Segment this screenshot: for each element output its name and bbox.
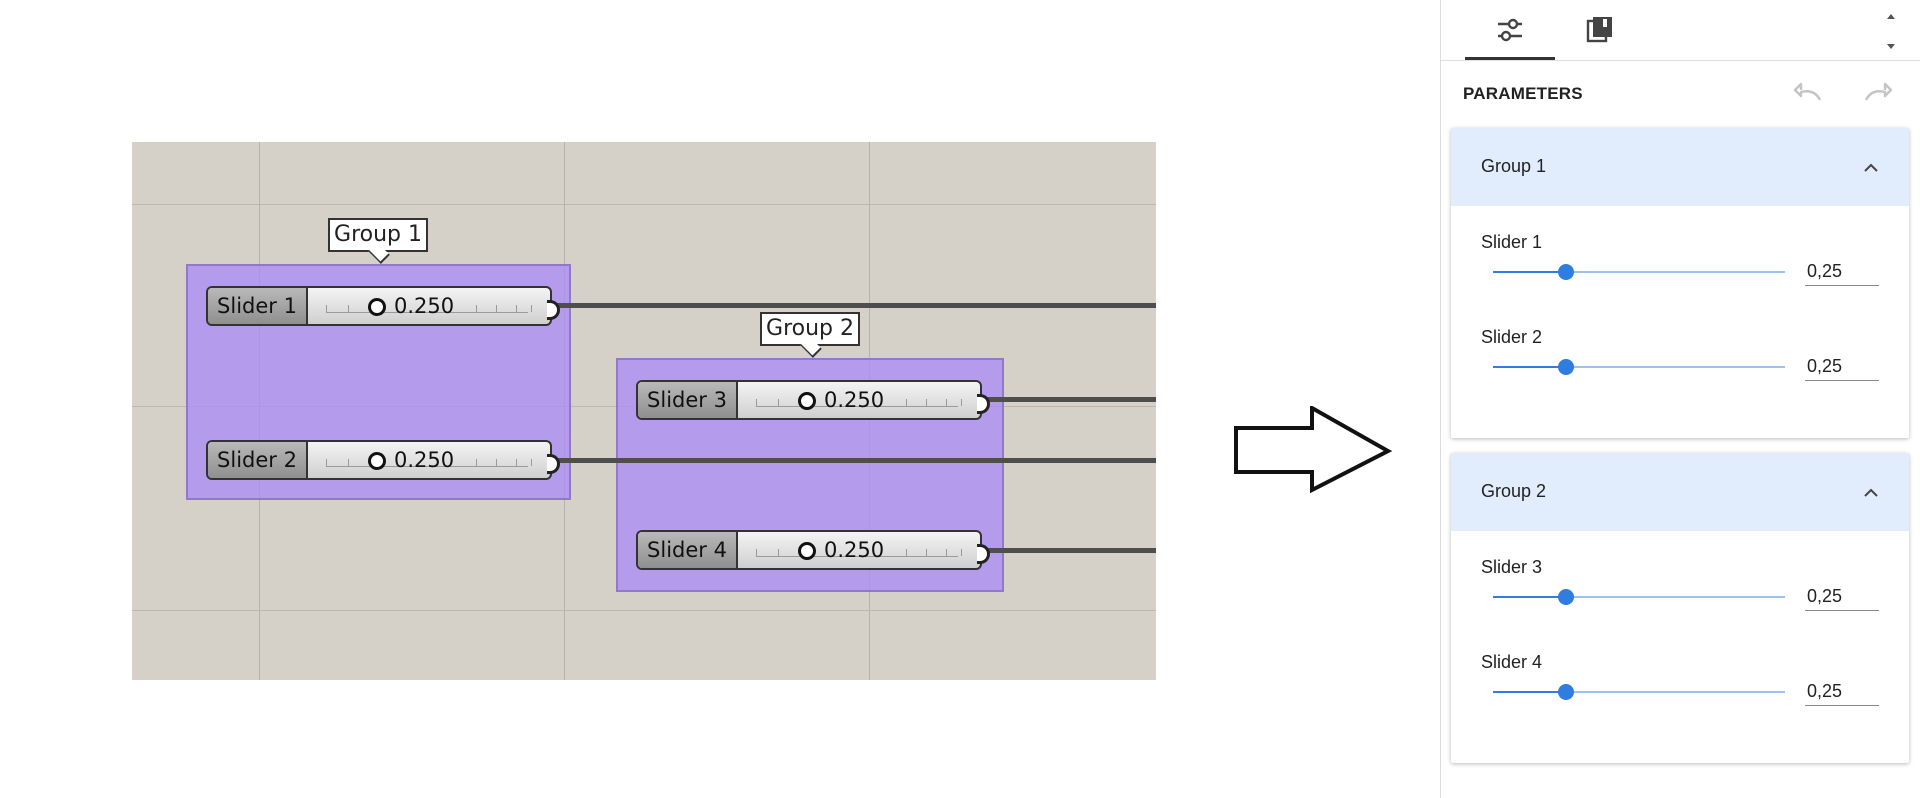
output-grip[interactable]	[547, 300, 560, 320]
scroll-up-down-icon	[1887, 14, 1895, 49]
gh-slider-value: 0.250	[394, 294, 455, 318]
param-slider-thumb[interactable]	[1558, 359, 1574, 375]
wire-slider-1	[556, 303, 1156, 308]
param-slider-track[interactable]	[1493, 359, 1785, 375]
param-label: Slider 1	[1481, 232, 1543, 252]
group-2-header[interactable]: Group 2	[1451, 453, 1909, 531]
gh-slider-1[interactable]: Slider 1 0.250	[206, 286, 560, 326]
group-title: Group 1	[1481, 156, 1547, 176]
param-slider-thumb[interactable]	[1558, 264, 1574, 280]
gh-slider-knob[interactable]	[798, 542, 816, 560]
gh-slider-label: Slider 3	[638, 382, 738, 418]
param-slider-thumb[interactable]	[1558, 589, 1574, 605]
parameters-panel: PARAMETERS Group 1 Slider 1 0,25 Slider …	[1440, 0, 1920, 798]
gh-slider-3[interactable]: Slider 3 0.250	[636, 380, 990, 420]
param-slider-track[interactable]	[1493, 589, 1785, 605]
wire-slider-2	[556, 458, 1156, 463]
sliders-icon	[1498, 18, 1522, 42]
param-slider-fill	[1493, 691, 1566, 693]
param-slider-thumb[interactable]	[1558, 684, 1574, 700]
tab-scroll-arrows[interactable]	[1881, 8, 1901, 54]
tab-parameters[interactable]	[1465, 0, 1555, 60]
param-row-slider-1: Slider 1 0,25	[1451, 232, 1909, 322]
tab-library[interactable]	[1555, 0, 1645, 60]
group-card-1: Group 1 Slider 1 0,25 Slider 2 0,25	[1451, 128, 1909, 438]
gh-slider-value: 0.250	[824, 388, 885, 412]
param-slider-fill	[1493, 596, 1566, 598]
output-grip[interactable]	[977, 394, 990, 414]
library-icon	[1586, 17, 1612, 43]
param-row-slider-2: Slider 2 0,25	[1451, 327, 1909, 417]
grasshopper-canvas[interactable]: Group 1 Group 2 Slider 1 0.250 Slider 2 …	[132, 142, 1156, 680]
param-value-input[interactable]: 0,25	[1805, 583, 1879, 611]
param-label: Slider 4	[1481, 652, 1543, 672]
param-value-input[interactable]: 0,25	[1805, 353, 1879, 381]
undo-icon	[1793, 82, 1822, 101]
gh-slider-knob[interactable]	[798, 392, 816, 410]
grid-line	[132, 204, 1156, 205]
param-row-slider-3: Slider 3 0,25	[1451, 557, 1909, 647]
param-label: Slider 3	[1481, 557, 1543, 577]
redo-icon	[1864, 82, 1893, 101]
group-1-tag[interactable]: Group 1	[328, 218, 428, 264]
param-value-input[interactable]: 0,25	[1805, 678, 1879, 706]
group-title: Group 2	[1481, 481, 1547, 501]
wire-slider-3	[986, 397, 1156, 402]
group-card-2: Group 2 Slider 3 0,25 Slider 4 0,25	[1451, 453, 1909, 763]
param-slider-fill	[1493, 366, 1566, 368]
group-1-header[interactable]: Group 1	[1451, 128, 1909, 206]
param-value-input[interactable]: 0,25	[1805, 258, 1879, 286]
wire-slider-4	[986, 548, 1156, 553]
gh-slider-4[interactable]: Slider 4 0.250	[636, 530, 990, 570]
panel-title: PARAMETERS	[1463, 84, 1583, 103]
gh-slider-knob[interactable]	[368, 452, 386, 470]
gh-slider-value: 0.250	[824, 538, 885, 562]
output-grip[interactable]	[977, 544, 990, 564]
panel-tabbar	[1441, 0, 1920, 61]
param-slider-track[interactable]	[1493, 684, 1785, 700]
group-2-tag[interactable]: Group 2	[760, 312, 860, 358]
chevron-up-icon	[1864, 163, 1878, 172]
gh-slider-knob[interactable]	[368, 298, 386, 316]
output-grip[interactable]	[547, 454, 560, 474]
param-label: Slider 2	[1481, 327, 1543, 347]
gh-slider-label: Slider 2	[208, 442, 308, 478]
param-slider-track[interactable]	[1493, 264, 1785, 280]
gh-slider-label: Slider 1	[208, 288, 308, 324]
grid-line	[132, 610, 1156, 611]
gh-slider-label: Slider 4	[638, 532, 738, 568]
param-row-slider-4: Slider 4 0,25	[1451, 652, 1909, 742]
param-slider-fill	[1493, 271, 1566, 273]
right-arrow-icon	[1234, 406, 1392, 494]
gh-slider-value: 0.250	[394, 448, 455, 472]
redo-button[interactable]	[1861, 80, 1893, 108]
chevron-up-icon	[1864, 488, 1878, 497]
undo-button[interactable]	[1793, 80, 1825, 108]
gh-slider-2[interactable]: Slider 2 0.250	[206, 440, 560, 480]
